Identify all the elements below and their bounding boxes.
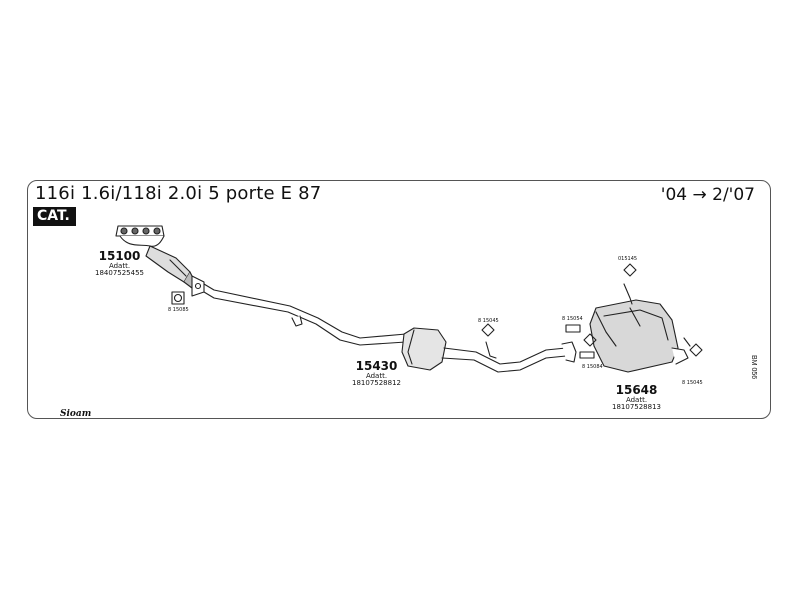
clamp-diamond-right [689,343,703,357]
part-label-15100: 15100 Adatt. 18407525455 [95,250,144,277]
part-label-15430: 15430 Adatt. 18107528812 [352,360,401,387]
rear-silencer-15648 [589,299,689,373]
clamp-15084 [579,351,595,359]
hanger-mid [485,341,497,359]
front-pipe [203,283,407,346]
adapt-label: Adatt. [625,395,648,404]
clamp-diamond-mid [481,323,495,337]
fitting-label-15054: 8 15054 [562,316,583,322]
flange-15085 [191,275,205,297]
clamp-15054 [565,324,581,333]
diagram-frame [27,180,771,419]
vehicle-title: 116i 1.6i/118i 2.0i 5 porte E 87 [35,183,322,204]
part-number: 15648 [615,383,658,397]
clamp-diamond-top [623,263,637,277]
part-number: 15430 [355,359,398,373]
part-label-15648: 15648 Adatt. 18107528813 [612,384,661,411]
brand-logo: Sioam [60,409,92,419]
catalytic-manifold-15100 [115,225,197,289]
fitting-label-015145: 015145 [618,256,638,262]
rear-pipe [441,341,577,373]
oem-number: 18107528813 [612,402,661,411]
gasket-15085 [171,291,185,305]
fitting-label-15045-mid: 8 15045 [478,318,499,324]
hanger-rear-top [623,283,633,305]
part-number: 15100 [98,249,141,263]
hanger-rear-side [683,337,691,347]
adapt-label: Adatt. [365,371,388,380]
catalyst-badge: CAT. [33,207,76,226]
adapt-label: Adatt. [108,261,131,270]
oem-number: 18407525455 [95,268,144,277]
middle-silencer-15430 [401,327,447,371]
model-years: '04 → 2/'07 [660,185,755,205]
diagram-code: BM 056 [750,355,757,380]
oem-number: 18107528812 [352,378,401,387]
fitting-label-15085: 8 15085 [168,307,189,313]
fitting-label-15045-rear: 8 15045 [682,380,703,386]
clamp-diamond-left [583,333,597,347]
fitting-label-15084: 8 15084 [582,364,603,370]
